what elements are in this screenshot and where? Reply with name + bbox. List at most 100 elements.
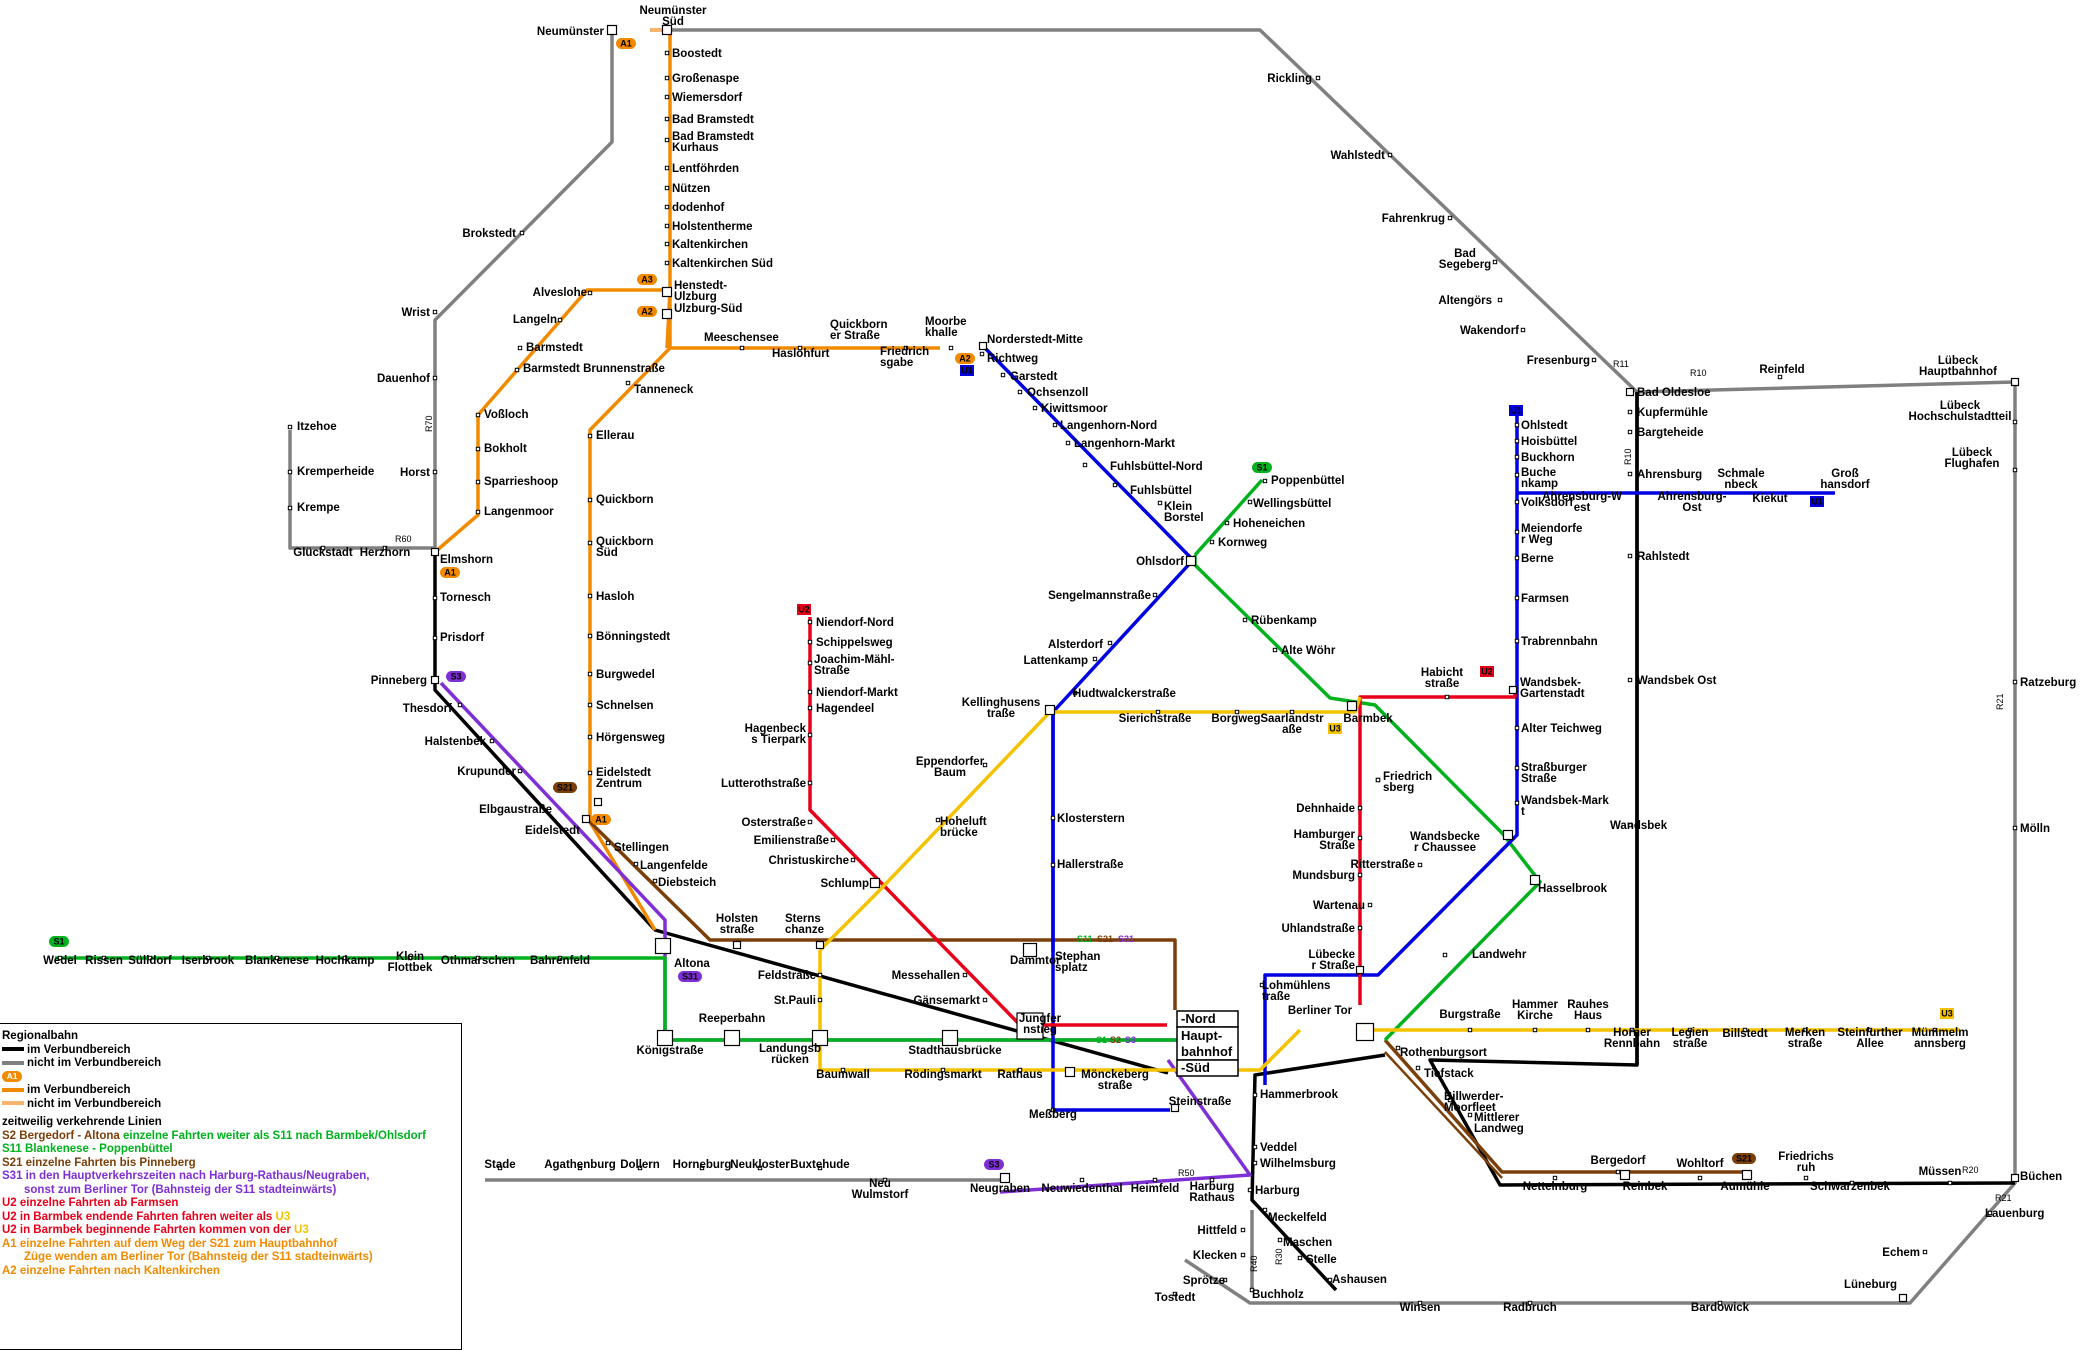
station-label: Tanneneck [634, 384, 694, 396]
station-dot [497, 1165, 503, 1171]
station-dot [1415, 1065, 1421, 1071]
station-label: Königstraße [636, 1045, 703, 1057]
station-label: Hallerstraße [1057, 859, 1123, 871]
station-dot [797, 345, 803, 351]
station-label: Stade [484, 1159, 515, 1171]
station-dot [1172, 1291, 1178, 1297]
station-dot [903, 345, 909, 351]
station-dot [475, 412, 481, 418]
platform-tag: S3 [1125, 1035, 1136, 1045]
station-label: Veddel [1260, 1142, 1297, 1154]
interchange-marker [581, 814, 591, 824]
regional-harburg-line [1250, 1053, 1386, 1292]
station-label: Mundsburg [1292, 870, 1355, 882]
s3-harburg [999, 1058, 1252, 1194]
a1-line-badge: A1 [591, 814, 611, 825]
station-dot [1065, 440, 1071, 446]
station-label: Berne [1521, 553, 1554, 565]
interchange-marker [1898, 1293, 1908, 1303]
station-dot [475, 509, 481, 515]
u1-badge-bg [1810, 496, 1824, 507]
station-label: Stadthausbrücke [908, 1045, 1001, 1057]
legend: Regionalbahn im Verbundbereich nicht im … [0, 1023, 462, 1350]
station-label: Tiefstack [1424, 1068, 1474, 1080]
station-label: Joachim-Mähl-Straße [814, 654, 895, 677]
u2-line-badge: U2 [1480, 666, 1494, 677]
regional-outside-swatch [2, 1060, 24, 1065]
station-dot [935, 817, 941, 823]
station-label: Hudtwalckerstraße [1073, 688, 1176, 700]
u1-badge-bg [1509, 405, 1523, 416]
u2-line-badge: U2 [797, 604, 811, 615]
station-dot [1514, 595, 1520, 601]
s3-badge-bg [446, 671, 466, 682]
u1-line-badge: U1 [1509, 405, 1523, 416]
station-dot [587, 734, 593, 740]
station-dot [1947, 1180, 1953, 1186]
station-dot [1017, 1067, 1023, 1073]
station-label: Halstenbek [425, 736, 487, 748]
station-dot [489, 738, 495, 744]
station-label: Barmstedt Brunnenstraße [523, 363, 665, 375]
station-label: Lauenburg [1985, 1208, 2044, 1220]
station-dot [1492, 259, 1498, 265]
station-dot [587, 593, 593, 599]
station-label: Christuskirche [768, 855, 849, 867]
station-dot [1247, 1187, 1253, 1193]
interchange-marker [815, 940, 825, 950]
station-dot [1289, 709, 1295, 715]
station-dot [2012, 825, 2018, 831]
station-dot [1032, 405, 1038, 411]
station-label: Baumwall [816, 1069, 870, 1081]
hauptbahnhof-label: -Süd [1181, 1060, 1210, 1075]
station-label: Rödingsmarkt [904, 1069, 981, 1081]
u3-badge-bg [1940, 1008, 1954, 1019]
station-dot [840, 1067, 846, 1073]
station-dot [101, 955, 107, 961]
station-dot [605, 840, 611, 846]
station-dot [577, 1165, 583, 1171]
station-label: Ohlstedt [1521, 420, 1568, 432]
a2-badge-bg [637, 306, 657, 317]
station-label: Hochkamp [316, 955, 375, 967]
station-dot [1444, 694, 1450, 700]
u3-badge-text: U3 [1329, 724, 1341, 734]
u3-line-badge: U3 [1328, 723, 1342, 734]
a3-line-badge: A3 [637, 274, 657, 285]
station-dot [1467, 1112, 1473, 1118]
legend-notes-title: zeitweilig verkehrende Linien [2, 1116, 162, 1128]
station-dot [664, 94, 670, 100]
station-label: Rickling [1267, 73, 1312, 85]
a2-badge-text: A2 [959, 354, 971, 364]
station-dot [1050, 1107, 1056, 1113]
station-label: Buckhorn [1521, 452, 1575, 464]
s1-badge-text: S1 [53, 937, 64, 947]
akn-outside-swatch [2, 1101, 24, 1106]
route-number-label: R20 [1962, 1165, 1979, 1175]
station-label: Fuhlsbüttel [1130, 485, 1192, 497]
station-label: Lentföhrden [672, 163, 739, 175]
station-dot [757, 1165, 763, 1171]
station-label: Klecken [1193, 1250, 1237, 1262]
s21-badge-bg [1732, 1153, 1756, 1164]
station-dot [1552, 1175, 1558, 1181]
station-dot [1591, 357, 1597, 363]
a1-badge-bg [591, 814, 611, 825]
legend-akn-inside: im Verbundbereich [2, 1084, 461, 1098]
s21-line-badge: S21 [553, 782, 577, 793]
u1-line-badge: U1 [1810, 496, 1824, 507]
station-label: Farmsen [1521, 593, 1569, 605]
regional-pinneberg-hbf [433, 552, 1169, 1075]
station-label: Neugraben [970, 1183, 1030, 1195]
station-label: Wartenau [1313, 900, 1365, 912]
station-dot [587, 540, 593, 546]
station-dot [940, 1067, 946, 1073]
station-label: Sprötze [1183, 1275, 1225, 1287]
station-label: Feldstraße [758, 970, 816, 982]
station-label: Sparrieshoop [484, 476, 558, 488]
station-dot [850, 857, 856, 863]
u2-badge-text: U2 [798, 605, 810, 615]
